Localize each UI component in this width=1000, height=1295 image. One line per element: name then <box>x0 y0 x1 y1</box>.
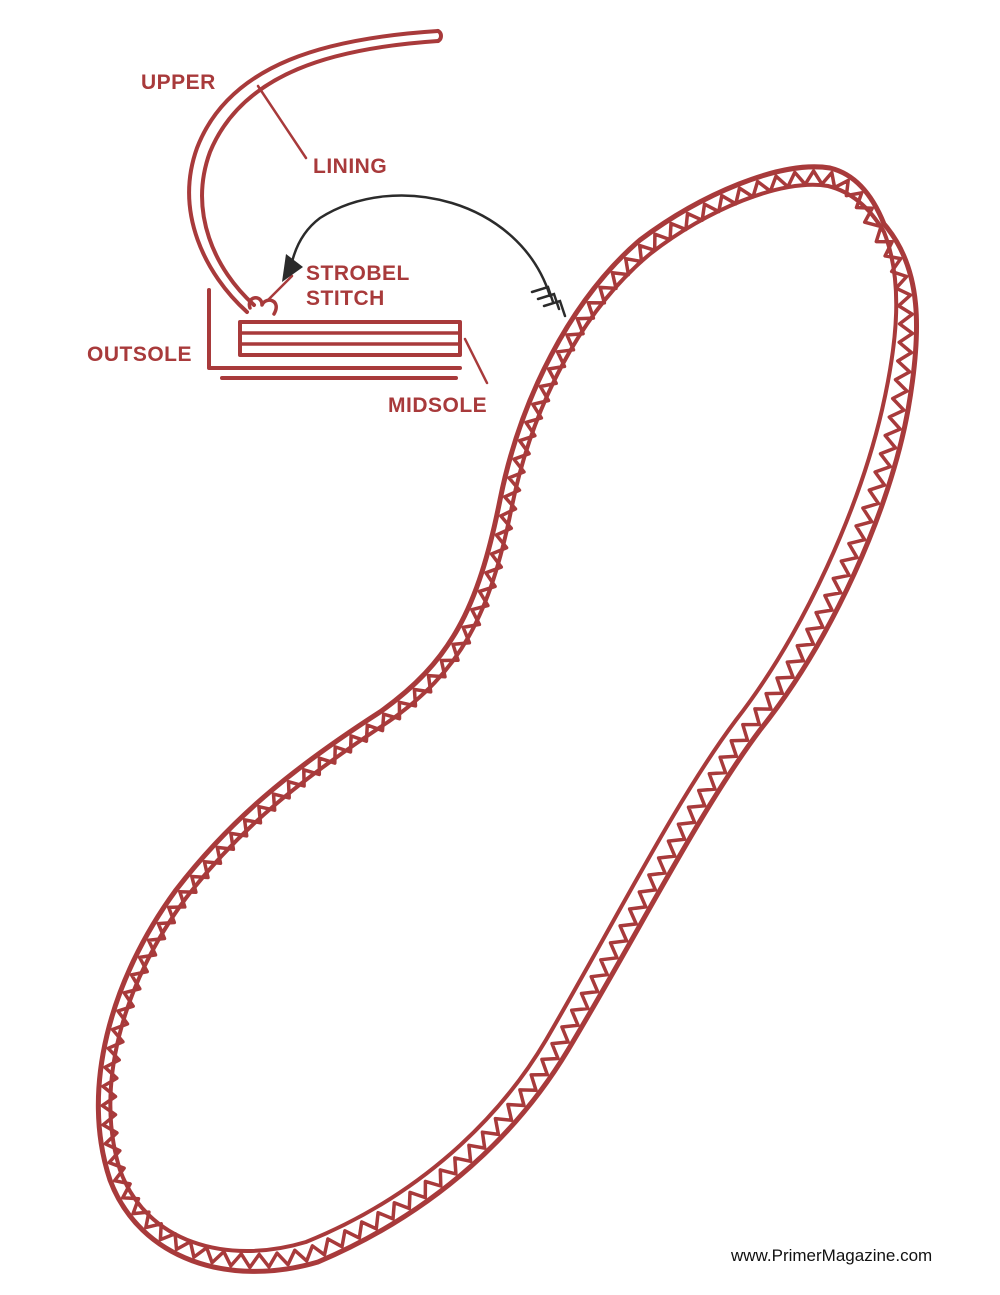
lining-curve <box>200 39 440 307</box>
lining-leader-line <box>256 84 308 160</box>
midsole-label: MIDSOLE <box>388 394 488 417</box>
upper-label: UPPER <box>141 71 216 94</box>
lining-label: LINING <box>313 155 388 178</box>
strobel-label-line1: STROBEL <box>306 262 410 285</box>
strobel-label-line2: STITCH <box>306 287 385 310</box>
outsole-wall <box>207 288 462 370</box>
strobel-stitch-loop <box>247 296 278 316</box>
arrow-head <box>282 254 303 282</box>
sole-inner-edge <box>108 182 899 1253</box>
strobel-zigzag-stitching <box>100 169 915 1270</box>
pointer-arrow <box>282 194 567 318</box>
upper-tip <box>436 29 443 43</box>
arrow-fletching <box>530 285 567 318</box>
arrow-arc <box>290 194 552 298</box>
shoe-cross-section <box>187 29 489 385</box>
sole-outline <box>95 164 920 1274</box>
midsole-leader-line <box>463 337 489 385</box>
source-watermark: www.PrimerMagazine.com <box>731 1246 933 1265</box>
sole-outer-edge <box>95 164 920 1274</box>
upper-curve <box>187 29 440 314</box>
strobel-leader-line <box>266 274 294 302</box>
outsole-label: OUTSOLE <box>87 343 193 366</box>
strobel-board <box>238 320 462 357</box>
